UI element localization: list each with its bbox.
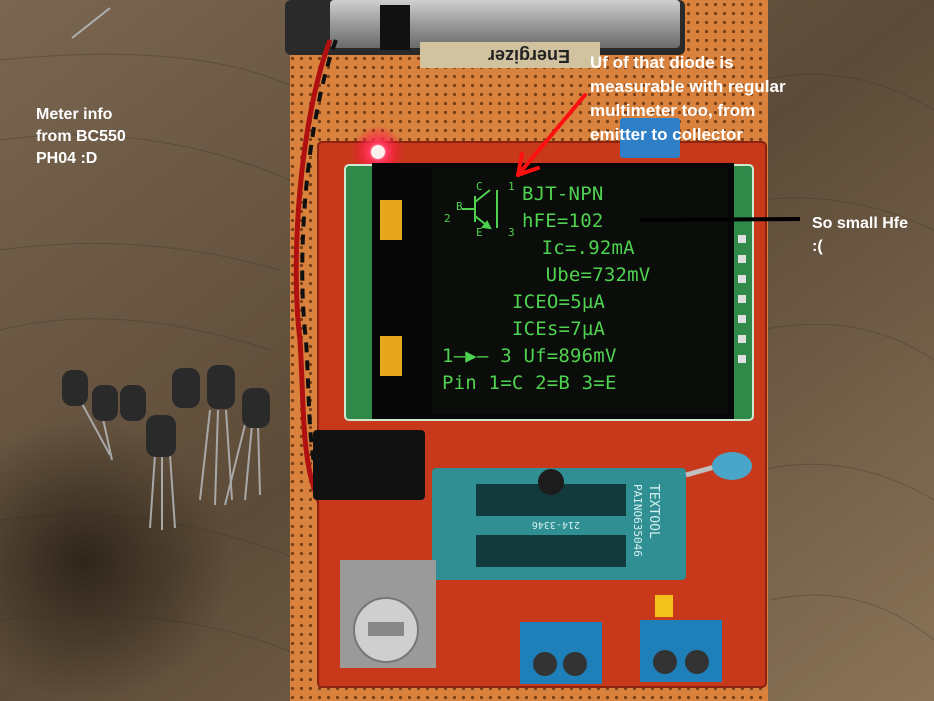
lcd-line-ic: Ic=.92mA [530,237,635,259]
hfe-note-annotation: So small Hfe :( [812,215,909,255]
loose-transistors [79,399,261,530]
lcd-line-pins: Pin 1=C 2=B 3=E [442,372,617,394]
lcd-pin-3: 3 [508,226,515,239]
lcd-pin-2: 2 [444,212,451,225]
lcd-header-pins [738,235,746,363]
socket-code: PAINO635046 [631,484,644,557]
lcd-pin-e: E [476,226,483,239]
npn-transistor-icon [462,189,498,230]
hfe-pointer-line [639,217,801,222]
dc-jack [313,430,425,500]
lcd-line-type: BJT-NPN [522,183,604,205]
meter-info-annotation: Meter info from BC550 PH04 :D [36,106,126,167]
stray-wire [71,7,111,39]
battery-label: Energizer [488,46,570,66]
blue-capacitor [712,452,752,480]
blue-connector-top [620,118,680,158]
diode-note-annotation: Uf of that diode is measurable with regu… [590,53,786,144]
lcd-line-ube: Ube=732mV [534,264,651,286]
lcd-line-hfe: hFE=102 [522,210,604,232]
battery: Energizer [285,0,685,68]
screw-terminal-left [520,622,602,684]
screw-terminal-right [640,620,722,682]
lcd-pin-1: 1 [508,180,515,193]
red-arrow [516,93,587,177]
lcd-line-iceo: ICEO=5µA [512,291,606,313]
lcd-pin-c: C [476,180,483,193]
lcd-line-ices: ICEs=7µA [512,318,606,340]
lcd-pin-b: B [456,200,463,213]
lcd-line-uf: 1—▶— 3 Uf=896mV [442,345,617,367]
socket-top-code: 214-3346 [532,519,580,530]
socket-label: TEXTOOL [646,484,661,539]
red-black-wire [293,39,333,522]
